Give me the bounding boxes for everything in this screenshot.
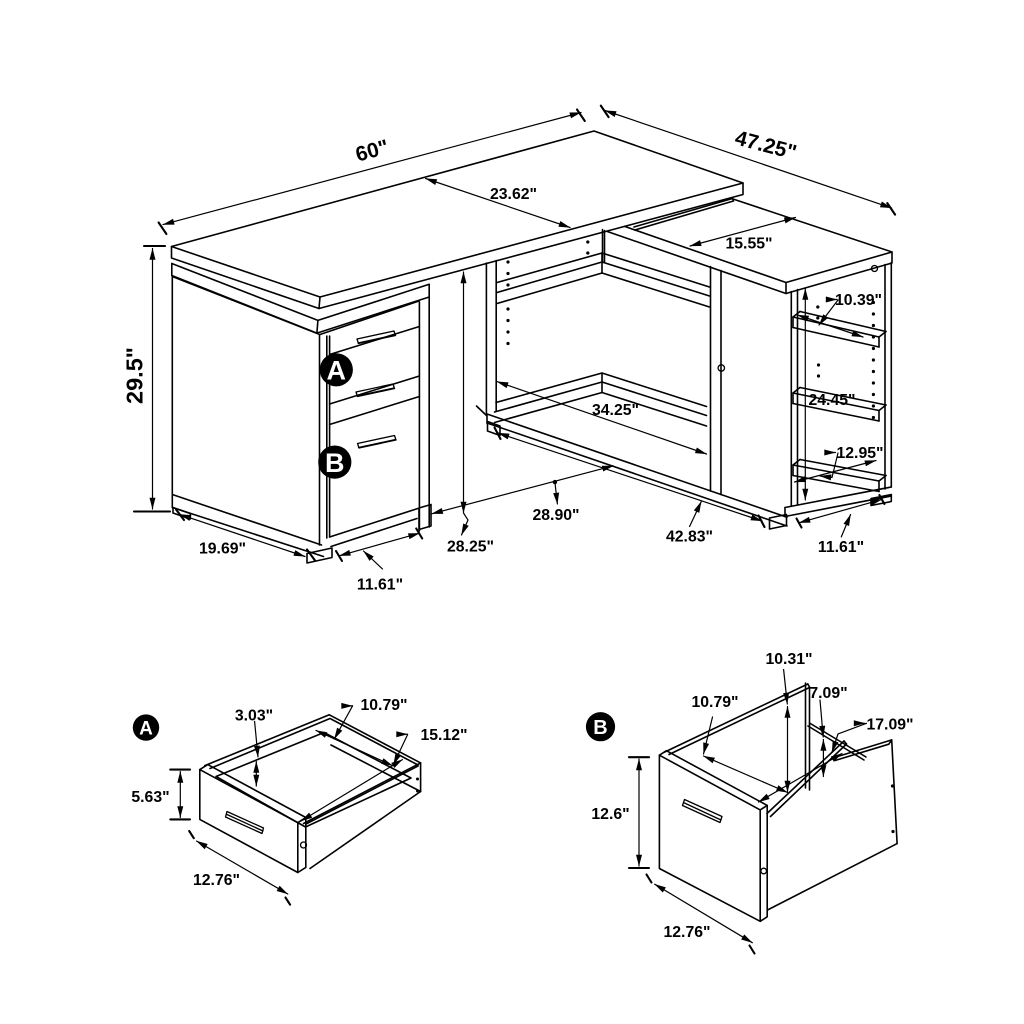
svg-text:28.25": 28.25" (447, 539, 494, 556)
svg-text:A: A (327, 356, 347, 386)
svg-text:B: B (593, 717, 607, 739)
svg-text:34.25": 34.25" (592, 402, 639, 419)
svg-text:11.61": 11.61" (357, 577, 403, 594)
svg-text:B: B (325, 448, 345, 478)
svg-text:17.09": 17.09" (866, 716, 913, 733)
svg-text:42.83": 42.83" (666, 529, 713, 546)
svg-text:24.45": 24.45" (808, 392, 855, 409)
svg-text:10.39": 10.39" (835, 292, 882, 309)
svg-text:11.61": 11.61" (818, 539, 864, 556)
svg-text:7.09": 7.09" (809, 685, 847, 702)
svg-text:3.03": 3.03" (235, 708, 273, 725)
svg-text:10.79": 10.79" (691, 694, 738, 711)
svg-text:29.5": 29.5" (122, 347, 148, 404)
svg-text:12.95": 12.95" (836, 445, 883, 462)
svg-text:28.90": 28.90" (532, 507, 579, 524)
svg-text:A: A (139, 719, 153, 740)
svg-text:12.6": 12.6" (591, 806, 629, 823)
svg-text:23.62": 23.62" (490, 186, 537, 203)
svg-text:15.12": 15.12" (420, 727, 467, 744)
svg-text:10.31": 10.31" (765, 651, 812, 668)
svg-text:19.69": 19.69" (199, 541, 246, 558)
svg-text:5.63": 5.63" (131, 789, 169, 806)
svg-text:12.76": 12.76" (193, 872, 240, 889)
svg-text:10.79": 10.79" (360, 697, 407, 714)
svg-text:12.76": 12.76" (663, 924, 710, 941)
svg-text:15.55": 15.55" (725, 236, 772, 253)
